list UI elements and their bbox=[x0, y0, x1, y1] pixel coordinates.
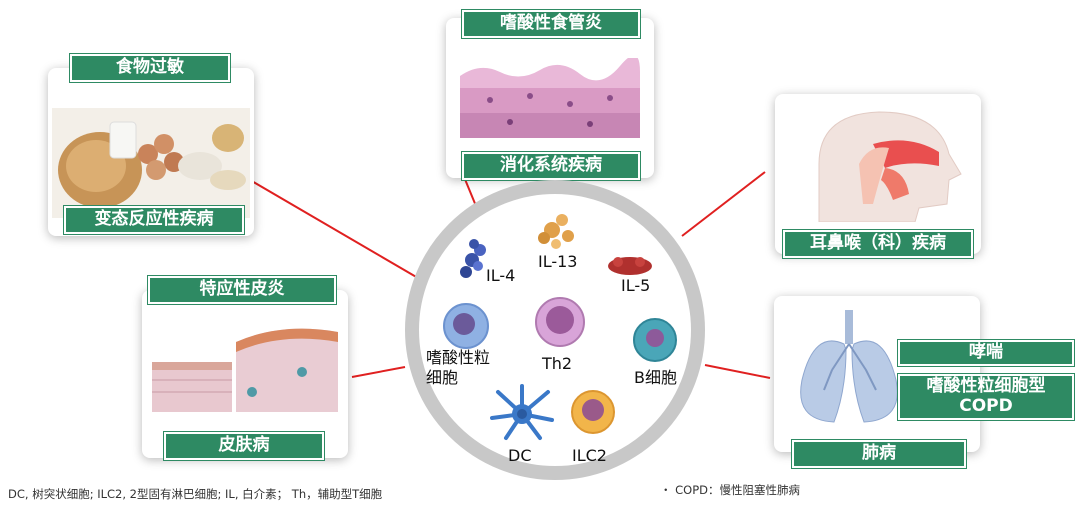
lung-card: 哮喘 嗜酸性粒细胞型 COPD 肺病 bbox=[774, 296, 1074, 468]
connector-ent bbox=[681, 171, 766, 237]
food-allergy-card: 食物过敏 变态反应性疾病 bbox=[48, 54, 254, 236]
label-il5: IL-5 bbox=[621, 276, 651, 295]
skin-layers-image bbox=[152, 328, 338, 412]
il5-molecule bbox=[608, 257, 652, 275]
il13-molecule bbox=[538, 214, 574, 249]
ilc2-cell bbox=[571, 390, 615, 434]
label-ilc2: ILC2 bbox=[572, 446, 607, 465]
th2-cell bbox=[535, 297, 585, 347]
dermatitis-card: 特应性皮炎 皮肤病 bbox=[142, 276, 348, 460]
dc-cell bbox=[490, 384, 554, 440]
label-eosinophil-line2: 细胞 bbox=[426, 368, 459, 387]
label-bcell: B细胞 bbox=[634, 368, 677, 387]
tag-digestive-disease: 消化系统疾病 bbox=[462, 152, 640, 180]
tag-atopic-dermatitis: 特应性皮炎 bbox=[148, 276, 336, 304]
label-il13: IL-13 bbox=[538, 252, 578, 271]
head-anatomy-image bbox=[818, 111, 962, 222]
connector-skin bbox=[351, 366, 406, 378]
eosinophil-cell bbox=[443, 303, 489, 349]
tag-eos-copd-line2: COPD bbox=[959, 396, 1013, 416]
footnote-abbreviations: DC, 树突状细胞; ILC2, 2型固有淋巴细胞; IL, 白介素； Th，辅… bbox=[8, 487, 383, 501]
connector-food bbox=[249, 179, 419, 279]
tag-skin-disease: 皮肤病 bbox=[164, 432, 324, 460]
label-eosinophil-line1: 嗜酸性粒 bbox=[426, 348, 491, 367]
tag-eos-copd-line1: 嗜酸性粒细胞型 bbox=[926, 376, 1046, 397]
tag-allergic-disease: 变态反应性疾病 bbox=[64, 206, 244, 234]
histology-image bbox=[460, 58, 640, 138]
lungs-image bbox=[800, 310, 898, 423]
connector-lung bbox=[704, 364, 771, 379]
tag-lung-disease: 肺病 bbox=[792, 440, 966, 468]
food-image bbox=[52, 108, 250, 218]
label-th2: Th2 bbox=[542, 354, 573, 373]
b-cell bbox=[633, 318, 677, 362]
tag-food-allergy: 食物过敏 bbox=[70, 54, 230, 82]
esophagitis-card: 嗜酸性食管炎 消化系统疾病 bbox=[446, 10, 654, 180]
footnote-copd: ・ COPD：慢性阻塞性肺病 bbox=[660, 483, 801, 497]
tag-eos-copd: 嗜酸性粒细胞型 COPD bbox=[898, 374, 1074, 420]
ent-card: 耳鼻喉（科）疾病 bbox=[775, 94, 981, 258]
tag-eosinophilic-esophagitis: 嗜酸性食管炎 bbox=[462, 10, 640, 38]
tag-ent-disease: 耳鼻喉（科）疾病 bbox=[783, 230, 973, 258]
tag-asthma: 哮喘 bbox=[898, 340, 1074, 366]
label-dc: DC bbox=[508, 446, 532, 465]
label-il4: IL-4 bbox=[486, 266, 516, 285]
il4-molecule bbox=[460, 239, 486, 278]
label-eosinophil: 嗜酸性粒 细胞 bbox=[426, 348, 490, 388]
